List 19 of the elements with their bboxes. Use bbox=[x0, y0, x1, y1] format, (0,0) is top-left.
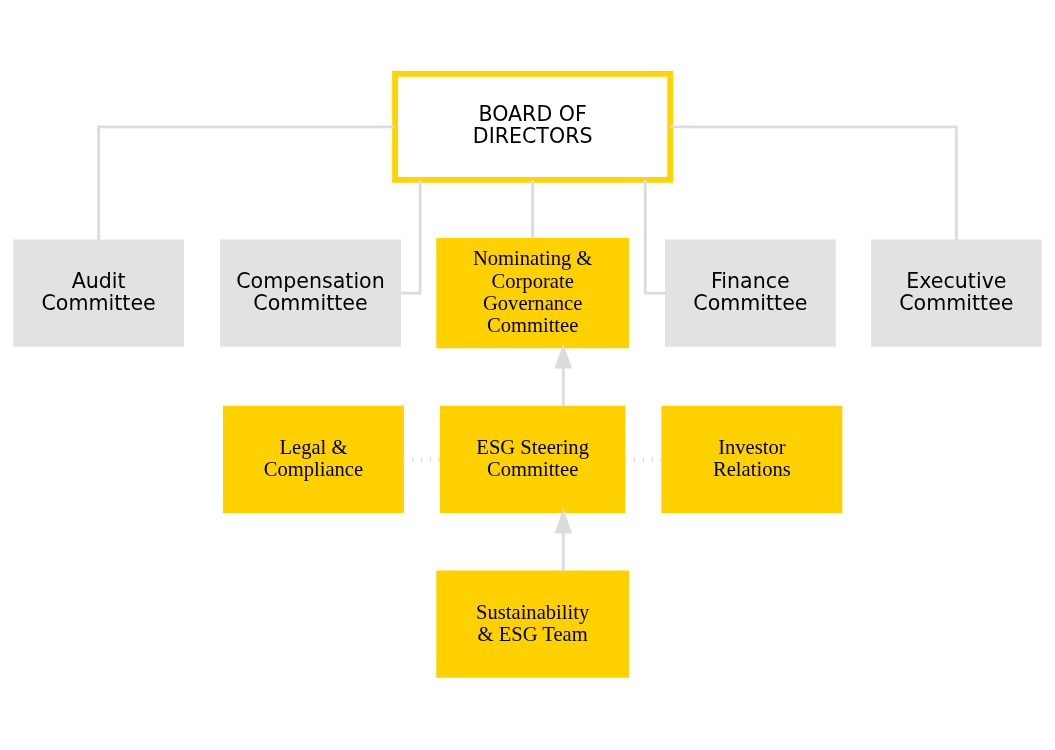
connector bbox=[403, 456, 441, 462]
arrow bbox=[554, 507, 573, 571]
node-box: Investor Relations bbox=[661, 405, 843, 513]
node-box: Finance Committee bbox=[665, 238, 836, 347]
node-box: Nominating & Corporate Governance Committee bbox=[436, 237, 629, 348]
connector bbox=[625, 456, 662, 462]
connector bbox=[400, 179, 422, 295]
node-box: Sustainability & ESG Team bbox=[436, 569, 629, 678]
node-box: Audit Committee bbox=[13, 238, 184, 347]
node-box: Executive Committee bbox=[871, 238, 1042, 347]
node-box: Legal & Compliance bbox=[222, 405, 404, 513]
connector bbox=[670, 124, 958, 240]
node-box: ESG Steering Committee bbox=[439, 405, 626, 513]
node-box: Compensation Committee bbox=[220, 238, 401, 347]
node-box: BOARD OF DIRECTORS bbox=[392, 70, 674, 183]
connector bbox=[531, 179, 535, 238]
arrow bbox=[554, 343, 573, 406]
connector bbox=[643, 179, 666, 295]
connector bbox=[97, 124, 395, 240]
